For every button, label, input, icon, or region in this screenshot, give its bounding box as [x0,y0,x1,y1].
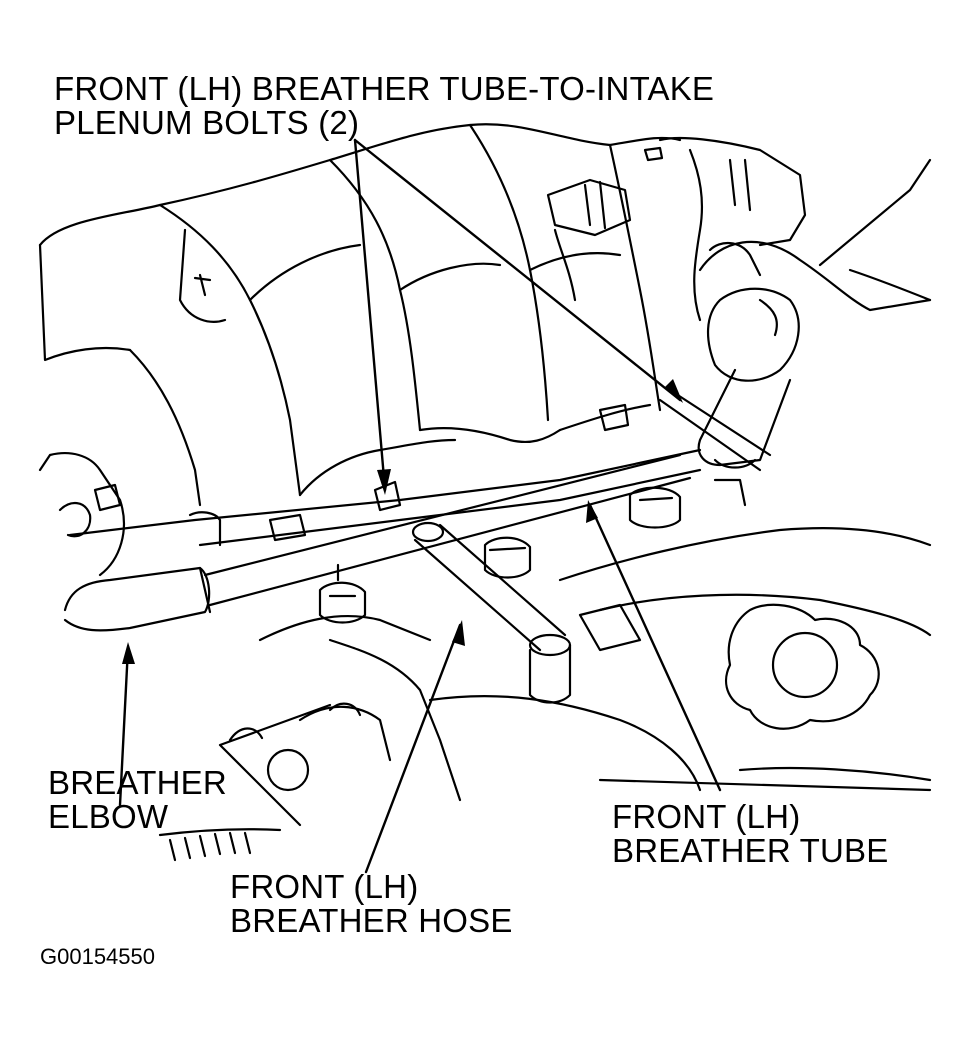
callout-plenum-bolts-line2: PLENUM BOLTS (2) [54,104,360,141]
figure-id: G00154550 [40,944,155,969]
callout-breather-hose-line2: BREATHER HOSE [230,902,513,939]
callout-breather-elbow-line2: ELBOW [48,798,169,835]
leader-lines [118,138,722,874]
callout-breather-hose: FRONT (LH) BREATHER HOSE [230,870,513,938]
callout-breather-tube: FRONT (LH) BREATHER TUBE [612,800,888,868]
throttle-body [546,136,807,322]
breather-elbow [63,566,212,632]
callout-breather-hose-line1: FRONT (LH) [230,868,419,905]
breather-hose [411,521,572,704]
callout-breather-tube-line2: BREATHER TUBE [612,832,889,869]
wrench-and-hand [697,158,932,507]
fuel-rail [68,403,702,624]
callout-plenum-bolts: FRONT (LH) BREATHER TUBE-TO-INTAKE PLENU… [54,72,714,140]
arrowheads [122,379,683,664]
callout-breather-elbow-line1: BREATHER [48,764,227,801]
breather-tube [203,388,772,607]
callout-plenum-bolts-line1: FRONT (LH) BREATHER TUBE-TO-INTAKE [54,70,715,107]
valve-cover [38,452,932,862]
callout-breather-elbow: BREATHER ELBOW [48,766,227,834]
callout-breather-tube-line1: FRONT (LH) [612,798,801,835]
